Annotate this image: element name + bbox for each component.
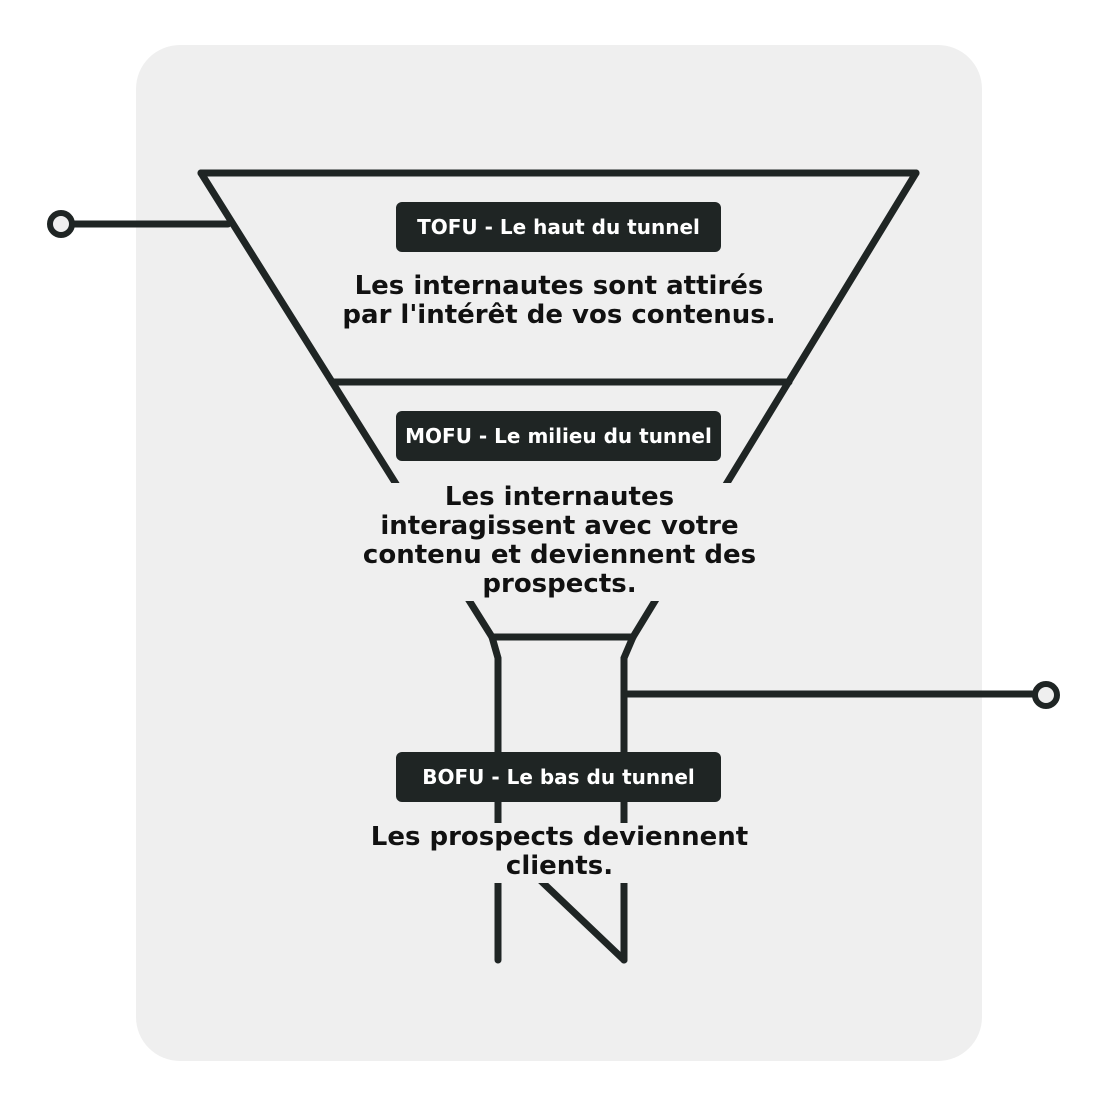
mofu-label: MOFU - Le milieu du tunnel [396,411,721,461]
funnel-tip [536,876,628,964]
bofu-description: Les prospects deviennent clients. [343,823,776,883]
right-connector-dot [1032,681,1060,709]
funnel-left-wall [197,169,502,964]
funnel-right-wall [620,169,920,964]
tofu-description: Les internautes sont attirés par l'intér… [342,271,776,330]
tofu-label: TOFU - Le haut du tunnel [396,202,721,252]
mofu-description: Les internautes interagissent avec votre… [343,483,776,601]
left-connector-dot [47,210,75,238]
bofu-label: BOFU - Le bas du tunnel [396,752,721,802]
